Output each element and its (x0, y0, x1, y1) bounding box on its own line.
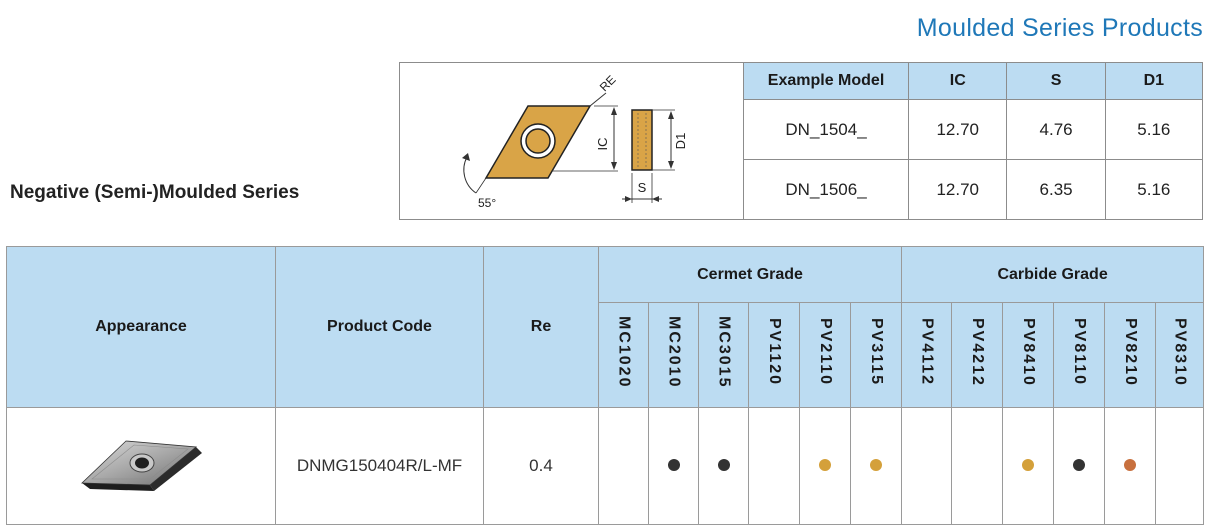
appearance-cell (6, 407, 276, 525)
d1-cell: 5.16 (1104, 99, 1204, 160)
header-d1: D1 (1104, 62, 1204, 100)
insert-photo (81, 440, 202, 491)
availability-dot (819, 459, 831, 471)
grade-pv4212: PV4212 (951, 302, 1004, 408)
insert-hole-inner (525, 128, 551, 154)
header-s: S (1006, 62, 1106, 100)
table-row: DNMG150404R/L-MF 0.4 (6, 407, 1205, 525)
d1-label: D1 (673, 133, 688, 150)
header-ic: IC (908, 62, 1008, 100)
grade-cell (951, 407, 1004, 525)
s-label: S (638, 180, 647, 195)
grade-mc1020: MC1020 (598, 302, 649, 408)
grade-cell (698, 407, 749, 525)
table-row: DN_1504_ 12.70 4.76 5.16 (742, 99, 1204, 160)
grade-cell (1104, 407, 1157, 525)
ic-cell: 12.70 (908, 159, 1008, 220)
header-cermet-grade: Cermet Grade (597, 246, 903, 303)
model-table-header-row: Example Model IC S D1 (742, 62, 1204, 100)
ic-label: IC (595, 138, 610, 151)
grade-cell (598, 407, 649, 525)
grade-pv2110: PV2110 (799, 302, 851, 408)
model-cell: DN_1504_ (742, 99, 910, 160)
re-label: RE (597, 73, 619, 95)
insert-diagram-svg: RE IC 55° D1 S (462, 73, 688, 210)
grade-cell (748, 407, 800, 525)
grade-cell (901, 407, 953, 525)
d1-cell: 5.16 (1104, 159, 1204, 220)
availability-dot (717, 459, 730, 471)
page-title: Moulded Series Products (916, 14, 1203, 42)
availability-dot (667, 459, 680, 471)
header-appearance: Appearance (6, 246, 276, 408)
grade-cell (849, 407, 903, 525)
header-re: Re (483, 246, 599, 408)
grade-cell (799, 407, 851, 525)
grade-table-header-row: Appearance Product Code Re Cermet Grade … (6, 246, 1205, 408)
grade-pv1120: PV1120 (748, 302, 800, 408)
grade-table: Appearance Product Code Re Cermet Grade … (6, 246, 1205, 525)
header-product-code: Product Code (275, 246, 484, 408)
ic-cell: 12.70 (908, 99, 1008, 160)
table-row: DN_1506_ 12.70 6.35 5.16 (742, 159, 1204, 220)
grade-pv8310: PV8310 (1155, 302, 1205, 408)
grade-cell (648, 407, 699, 525)
re-leader (589, 92, 607, 107)
availability-dot (1073, 459, 1086, 471)
header-carbide-grade: Carbide Grade (901, 246, 1205, 303)
insert-dimension-diagram: RE IC 55° D1 S (399, 62, 744, 220)
grade-pv8410: PV8410 (1002, 302, 1055, 408)
grade-cell (1002, 407, 1055, 525)
availability-dot (1124, 459, 1137, 471)
s-cell: 6.35 (1006, 159, 1106, 220)
availability-dot (870, 459, 883, 471)
grade-mc3015: MC3015 (698, 302, 749, 408)
product-code-cell: DNMG150404R/L-MF (275, 407, 484, 525)
grade-pv3115: PV3115 (849, 302, 903, 408)
example-model-table: Example Model IC S D1 DN_1504_ 12.70 4.7… (742, 62, 1204, 220)
insert-side-view (631, 109, 653, 171)
grade-cell (1053, 407, 1106, 525)
grade-pv4112: PV4112 (901, 302, 953, 408)
angle-arc (463, 156, 477, 194)
re-cell: 0.4 (483, 407, 599, 525)
grade-mc2010: MC2010 (648, 302, 699, 408)
header-example-model: Example Model (742, 62, 910, 100)
grade-names-row: MC1020 MC2010 MC3015 PV1120 PV2110 PV311… (7, 302, 1205, 408)
s-cell: 4.76 (1006, 99, 1106, 160)
availability-dot (1022, 459, 1035, 471)
grade-pv8210: PV8210 (1104, 302, 1157, 408)
series-title: Negative (Semi-)Moulded Series (10, 182, 300, 203)
grade-cell (1155, 407, 1205, 525)
model-cell: DN_1506_ (742, 159, 910, 220)
grade-pv8110: PV8110 (1053, 302, 1106, 408)
angle-label: 55° (478, 196, 496, 210)
